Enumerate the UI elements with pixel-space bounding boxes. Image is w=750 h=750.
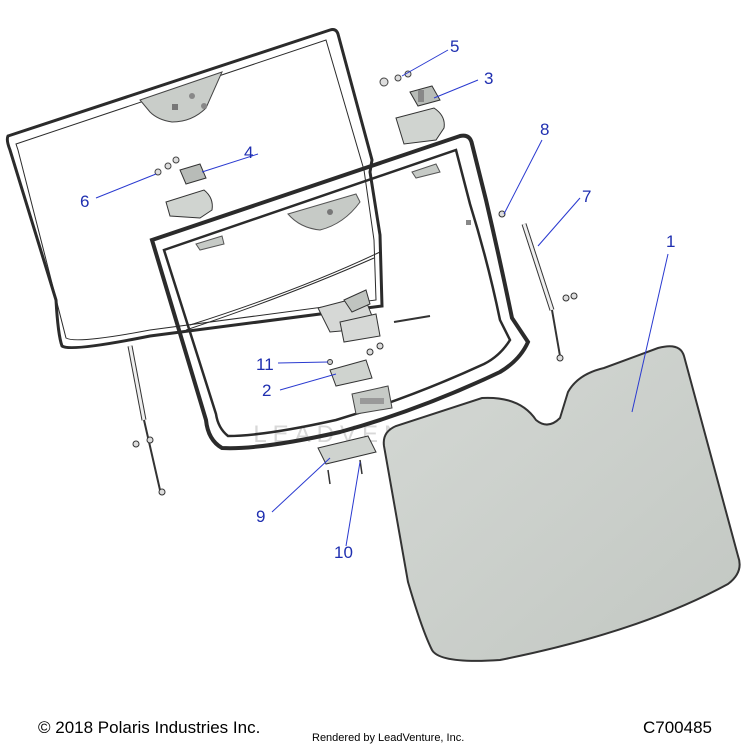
bracket-9 <box>317 435 377 465</box>
gas-strut-right <box>521 223 578 362</box>
leader-lines <box>95 49 669 547</box>
callout-5: 5 <box>450 37 459 56</box>
bolt-8 <box>498 210 506 218</box>
callout-4: 4 <box>244 143 253 162</box>
rendered-by-text: Rendered by LeadVenture, Inc. <box>312 732 465 744</box>
rear-window-frame <box>5 28 384 350</box>
callout-3: 3 <box>484 69 493 88</box>
callout-6: 6 <box>80 192 89 211</box>
callout-8: 8 <box>540 120 549 139</box>
glass-panel <box>382 345 741 662</box>
figure-id: C700485 <box>642 718 712 737</box>
striker-2 <box>329 359 373 387</box>
screw-11 <box>327 359 333 365</box>
callout-2: 2 <box>262 381 271 400</box>
callout-11: 11 <box>256 355 274 374</box>
gas-strut-left <box>127 345 166 496</box>
callout-1: 1 <box>666 232 675 251</box>
callout-7: 7 <box>582 187 591 206</box>
rear-latch-plate <box>139 71 223 123</box>
callout-9: 9 <box>256 507 265 526</box>
hinge-left <box>165 163 213 219</box>
latch-handle-assembly <box>317 289 431 356</box>
nuts-bolts-6 <box>154 156 180 176</box>
nuts-bolts-5 <box>379 70 412 87</box>
copyright-text: © 2018 Polaris Industries Inc. <box>38 718 261 737</box>
front-window-frame <box>149 133 531 451</box>
callout-10: 10 <box>334 543 353 562</box>
hinge-upper-right <box>395 85 445 145</box>
